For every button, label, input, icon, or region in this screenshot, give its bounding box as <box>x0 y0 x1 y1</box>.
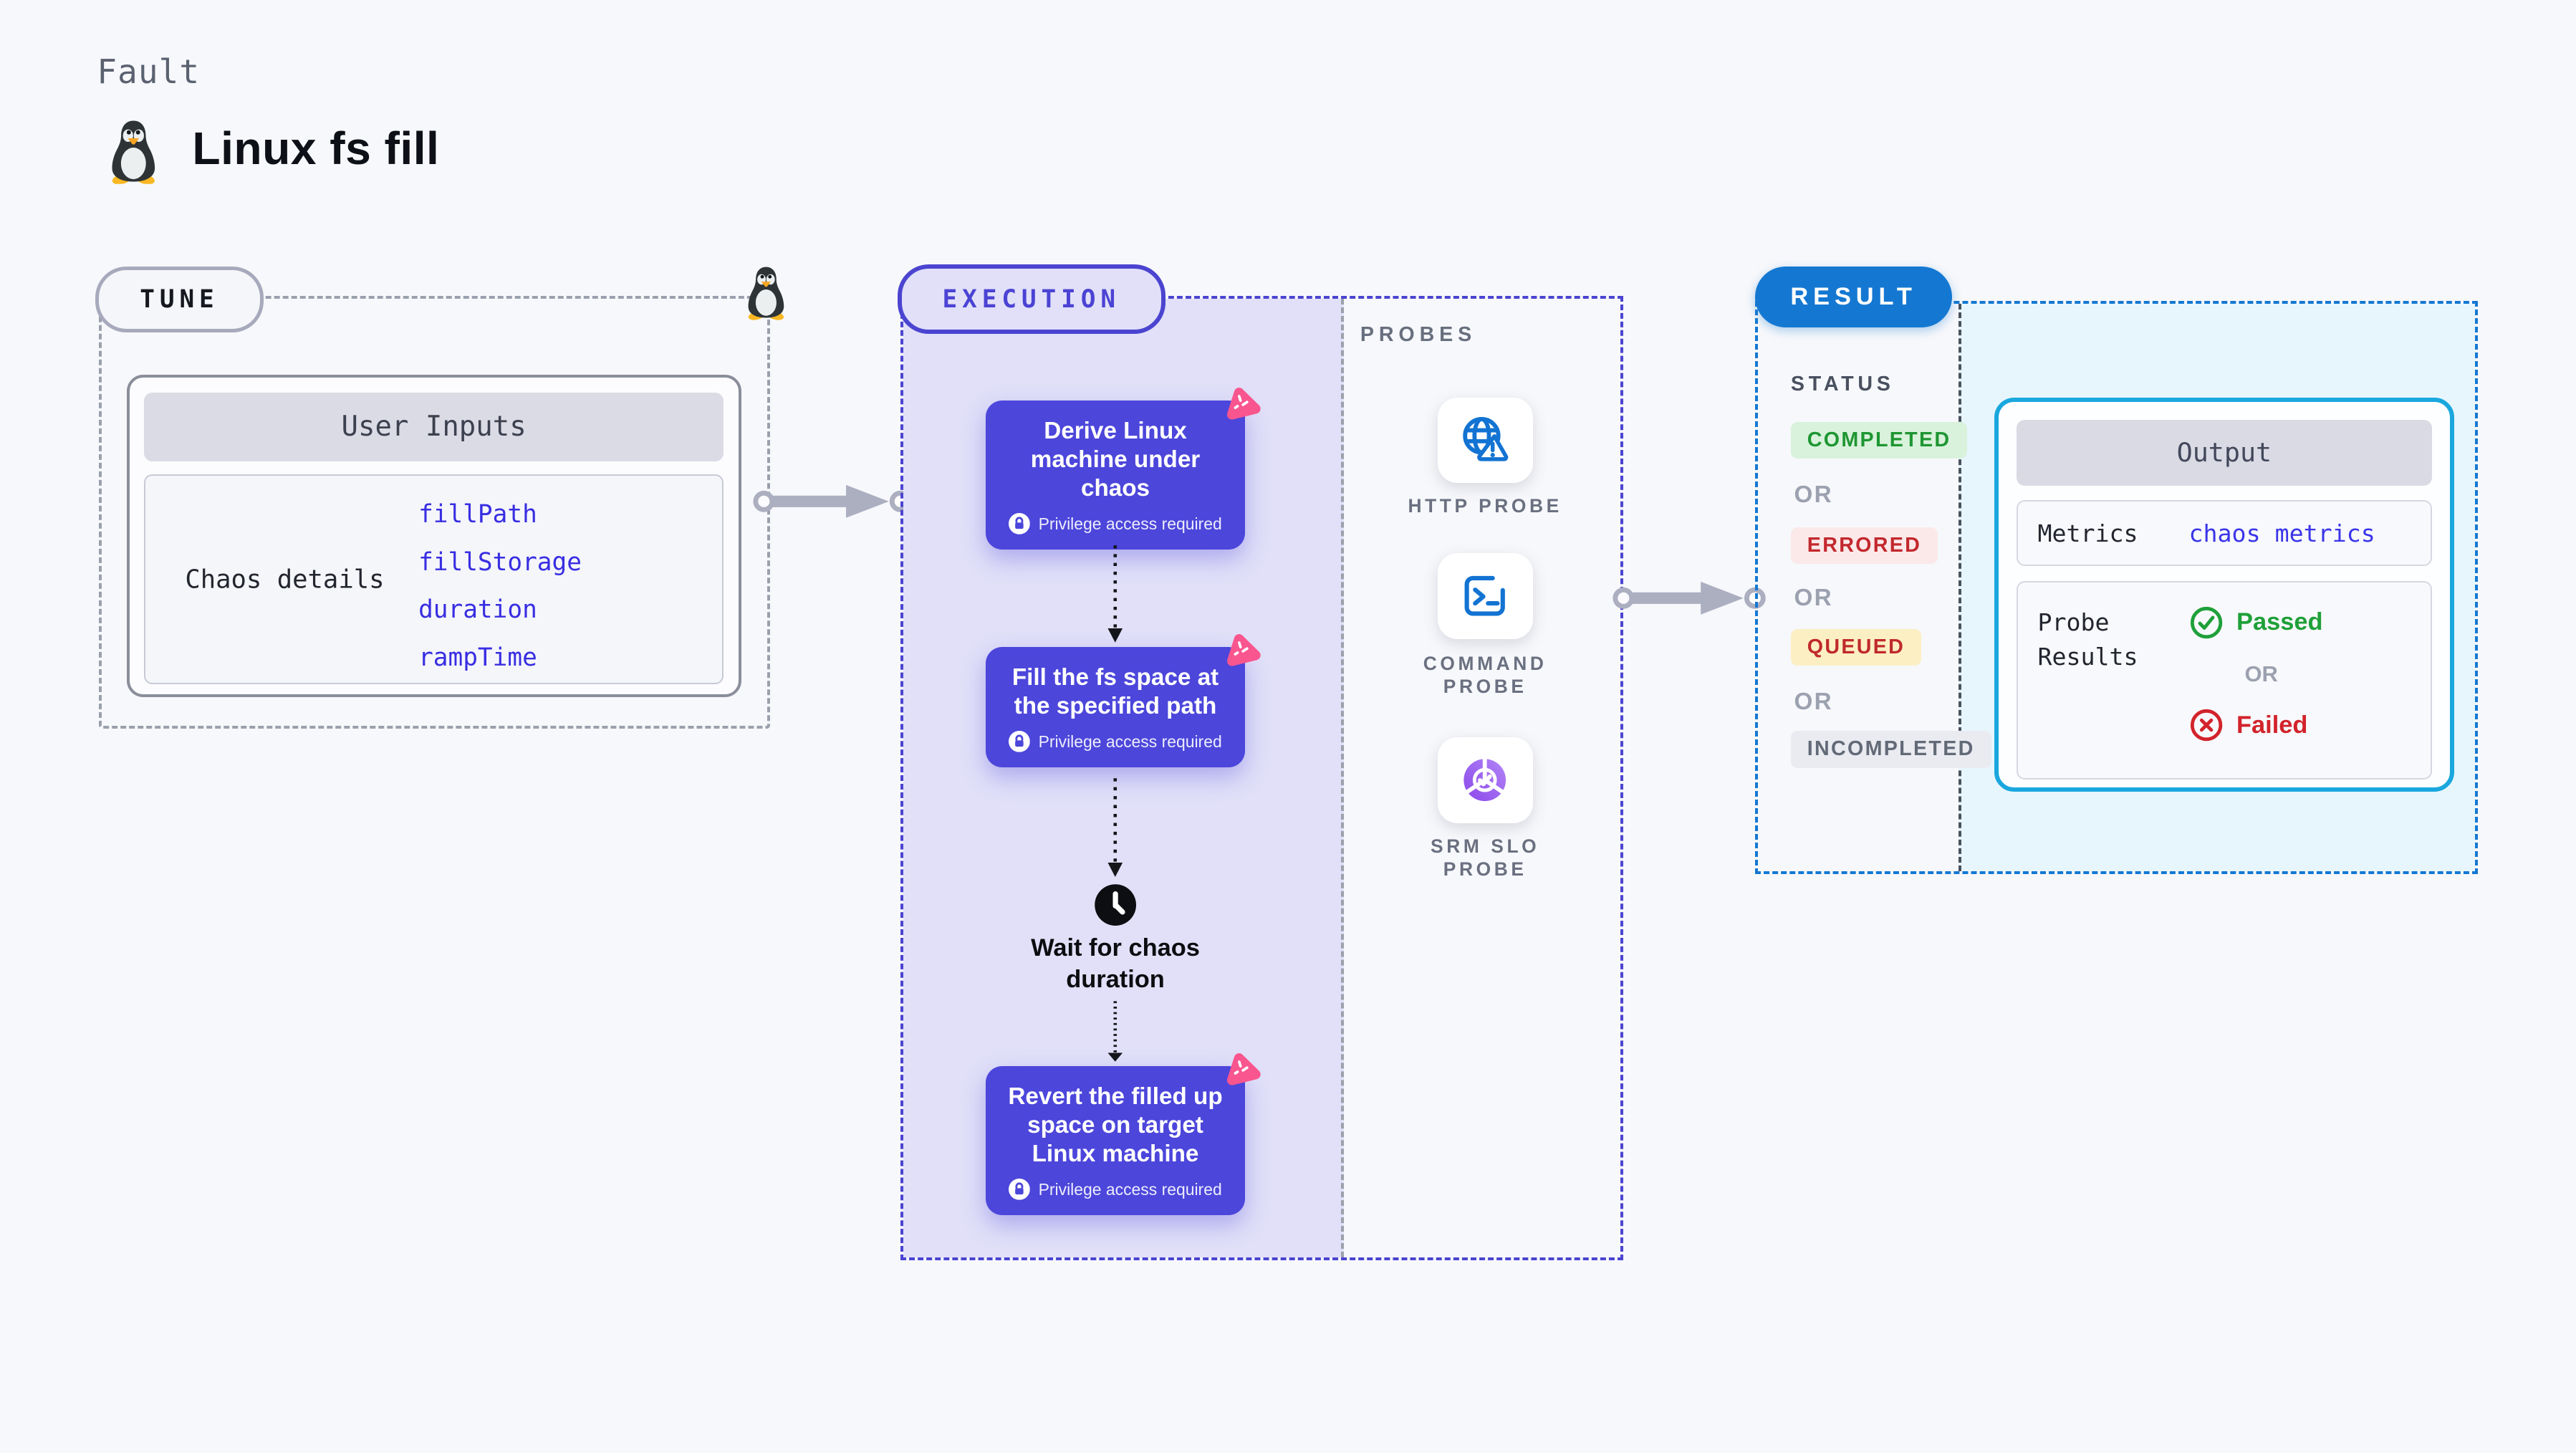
or-label: OR <box>1794 585 1833 612</box>
probes-to-result-arrow <box>1613 582 1766 615</box>
tune-to-execution-arrow <box>751 480 913 523</box>
passed-label: Passed <box>2236 608 2323 636</box>
privilege-note: Privilege access required <box>999 731 1232 752</box>
flow-down-arrow <box>1105 777 1125 878</box>
probes-title: PROBES <box>1360 323 1477 347</box>
step-title: Derive Linux machine under chaos <box>1030 418 1201 502</box>
command-probe-label: COMMAND PROBE <box>1423 653 1547 698</box>
execution-step-card: Revert the filled up space on target Lin… <box>985 1066 1245 1215</box>
probe-results-label: Probe Results <box>2037 608 2138 671</box>
input-link-fillpath[interactable]: fillPath <box>418 500 537 529</box>
chaos-icon <box>1222 1050 1261 1089</box>
globe-alert-icon <box>1463 417 1509 462</box>
passed-line: Passed <box>2189 605 2323 640</box>
x-circle-icon <box>2190 709 2222 742</box>
user-inputs-card: User Inputs Chaos details fillPath fillS… <box>126 375 741 697</box>
lock-icon <box>1009 731 1030 752</box>
clock-icon <box>1095 884 1136 926</box>
lock-icon <box>1009 1179 1030 1200</box>
input-link-ramptime[interactable]: rampTime <box>418 643 537 672</box>
chaos-details-label: Chaos details <box>185 565 385 595</box>
page-title: Linux fs fill <box>192 122 440 174</box>
fault-eyebrow: Fault <box>97 52 201 92</box>
or-label: OR <box>1794 688 1833 715</box>
srm-slo-probe-label: SRM SLO PROBE <box>1431 835 1540 880</box>
user-inputs-list: fillPath fillStorage duration rampTime <box>418 491 582 681</box>
execution-probes-box: Derive Linux machine under chaos Privile… <box>900 295 1624 1261</box>
privilege-note-text: Privilege access required <box>1038 732 1222 751</box>
tux-penguin-icon-small <box>741 264 791 320</box>
privilege-note: Privilege access required <box>999 513 1232 534</box>
user-inputs-body: Chaos details fillPath fillStorage durat… <box>144 474 724 685</box>
metrics-label: Metrics <box>2037 519 2138 547</box>
probe-results-values: Passed OR Failed <box>2189 605 2323 743</box>
status-title: STATUS <box>1790 373 1895 396</box>
status-badge-completed: COMPLETED <box>1790 421 1968 459</box>
status-badge-incompleted: INCOMPLETED <box>1790 731 1991 768</box>
chaos-icon <box>1222 630 1261 670</box>
metrics-row: Metrics chaos metrics <box>2016 500 2432 566</box>
wait-step-label: Wait for chaos duration <box>1031 934 1200 993</box>
check-circle-icon <box>2190 606 2222 638</box>
terminal-icon <box>1465 576 1506 616</box>
result-badge: RESULT <box>1754 266 1953 327</box>
privilege-note: Privilege access required <box>999 1179 1232 1200</box>
input-link-fillstorage[interactable]: fillStorage <box>418 547 582 577</box>
http-probe-card <box>1437 397 1533 483</box>
output-card: Output Metrics chaos metrics Probe Resul… <box>1994 397 2455 792</box>
lock-icon <box>1009 513 1030 534</box>
chaos-icon <box>1222 384 1261 423</box>
slo-donut-icon <box>1464 759 1506 802</box>
flow-down-arrow <box>1105 544 1125 644</box>
flow-down-arrow <box>1105 1000 1125 1063</box>
probe-results-row: Probe Results Passed OR <box>2016 580 2432 780</box>
step-title: Revert the filled up space on target Lin… <box>1008 1083 1223 1168</box>
result-section-box: Output Metrics chaos metrics Probe Resul… <box>1754 300 2479 875</box>
tune-section-box <box>98 295 770 729</box>
tux-penguin-icon <box>104 118 163 184</box>
tune-badge: TUNE <box>95 266 264 333</box>
output-title: Output <box>2016 419 2432 486</box>
input-link-duration[interactable]: duration <box>418 595 537 625</box>
or-label: OR <box>2244 661 2278 686</box>
failed-label: Failed <box>2236 711 2308 739</box>
execution-badge: EXECUTION <box>897 264 1166 335</box>
status-badge-queued: QUEUED <box>1790 629 1922 666</box>
status-badge-errored: ERRORED <box>1790 527 1938 565</box>
http-probe-label: HTTP PROBE <box>1408 494 1562 517</box>
failed-line: Failed <box>2189 708 2323 742</box>
or-label: OR <box>1794 481 1833 508</box>
step-title: Fill the fs space at the specified path <box>1011 664 1219 720</box>
chaos-metrics-link[interactable]: chaos metrics <box>2188 519 2375 547</box>
result-output-area: Output Metrics chaos metrics Probe Resul… <box>1958 303 2476 872</box>
srm-slo-probe-card <box>1437 737 1533 823</box>
command-probe-card <box>1437 553 1533 639</box>
execution-step-card: Fill the fs space at the specified path … <box>985 647 1245 767</box>
privilege-note-text: Privilege access required <box>1038 514 1222 533</box>
privilege-note-text: Privilege access required <box>1038 1179 1222 1199</box>
execution-step-card: Derive Linux machine under chaos Privile… <box>985 401 1245 550</box>
user-inputs-title: User Inputs <box>144 392 724 462</box>
